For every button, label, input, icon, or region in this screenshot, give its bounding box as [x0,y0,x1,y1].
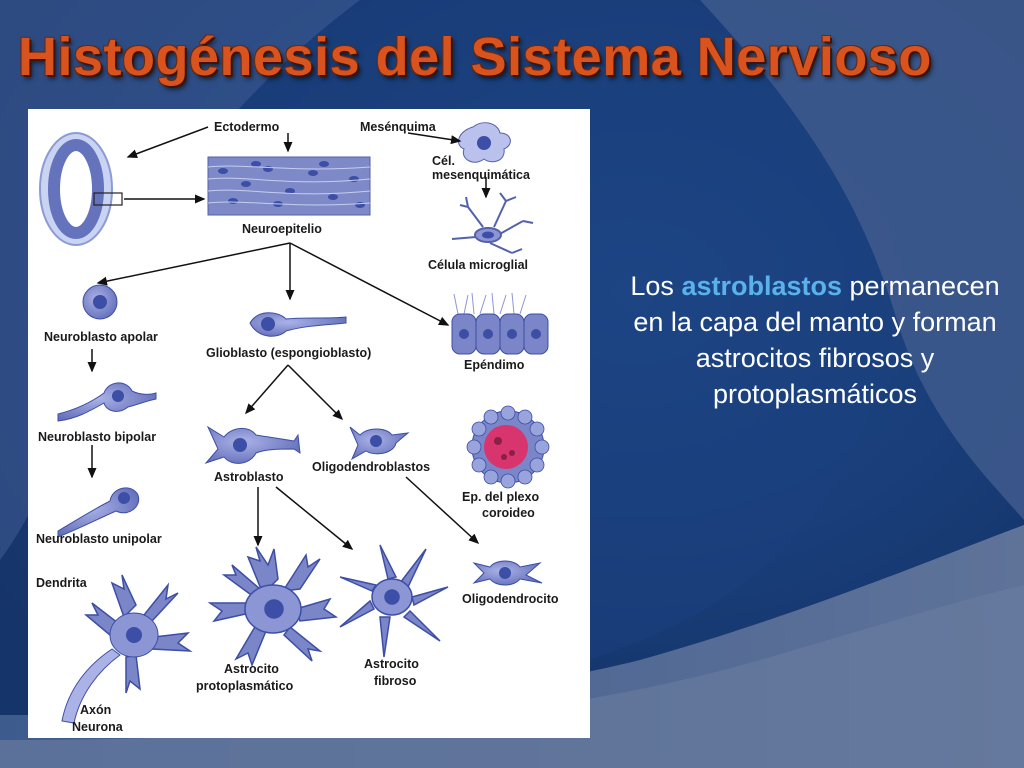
label-neuroblasto-bipolar: Neuroblasto bipolar [38,430,156,444]
neuroblasto-unipolar-image [57,487,140,538]
label-cel-mesenquimatica-2: mesenquimática [432,168,531,182]
label-oligodendrocito: Oligodendrocito [462,592,559,606]
neural-tube-section [39,132,123,246]
label-astrocito-protoplasmatico-2: protoplasmático [196,679,294,693]
astrocito-protoplasmatico-image [207,546,339,668]
ep-plexo-coroideo-image [466,405,550,489]
caption-text-end: permanecen en la capa del manto y forman… [633,271,1000,409]
label-astrocito-fibroso-1: Astrocito [364,657,419,671]
glioblasto-image [249,312,347,337]
label-astrocito-protoplasmatico-1: Astrocito [224,662,279,676]
diagram-canvas: Ectodermo Mesénquima Cél. mesenquimática… [36,120,559,734]
label-astroblasto: Astroblasto [214,470,284,484]
neuroepitelio-image [207,156,371,216]
histogenesis-diagram: Ectodermo Mesénquima Cél. mesenquimática… [28,109,590,738]
label-neurona: Neurona [72,720,124,734]
label-neuroblasto-unipolar: Neuroblasto unipolar [36,532,162,546]
oligodendroblastos-image [349,426,410,461]
caption-highlight-astroblastos: astroblastos [681,271,842,301]
label-oligodendroblastos: Oligodendroblastos [312,460,430,474]
neuroblasto-apolar-image [82,284,118,320]
label-celula-microglial: Célula microglial [428,258,528,272]
oligodendrocito-image [472,560,543,586]
label-astrocito-fibroso-2: fibroso [374,674,417,688]
slide-title: Histogénesis del Sistema Nervioso [18,27,932,87]
label-ep-plexo-1: Ep. del plexo [462,490,539,504]
diagram-arrows [87,126,491,550]
slide-caption: Los astroblastos permanecen en la capa d… [625,268,1005,412]
label-ectodermo: Ectodermo [214,120,280,134]
cel-mesenquimatica-image [458,122,511,163]
celula-microglial-image [451,192,534,254]
label-glioblasto: Glioblasto (espongioblasto) [206,346,371,360]
label-mesenquima: Mesénquima [360,120,437,134]
label-ep-plexo-2: coroideo [482,506,535,520]
astrocito-fibroso-image [339,544,449,658]
caption-text-start: Los [630,271,682,301]
astroblasto-image [204,425,301,465]
ependimo-image [451,292,549,355]
label-neuroblasto-apolar: Neuroblasto apolar [44,330,158,344]
label-ependimo: Epéndimo [464,358,525,372]
label-neuroepitelio: Neuroepitelio [242,222,322,236]
label-dendrita: Dendrita [36,576,88,590]
label-axon: Axón [80,703,111,717]
label-cel-mesenquimatica-1: Cél. [432,154,455,168]
neurona-image [61,574,193,724]
neuroblasto-bipolar-image [57,382,157,422]
